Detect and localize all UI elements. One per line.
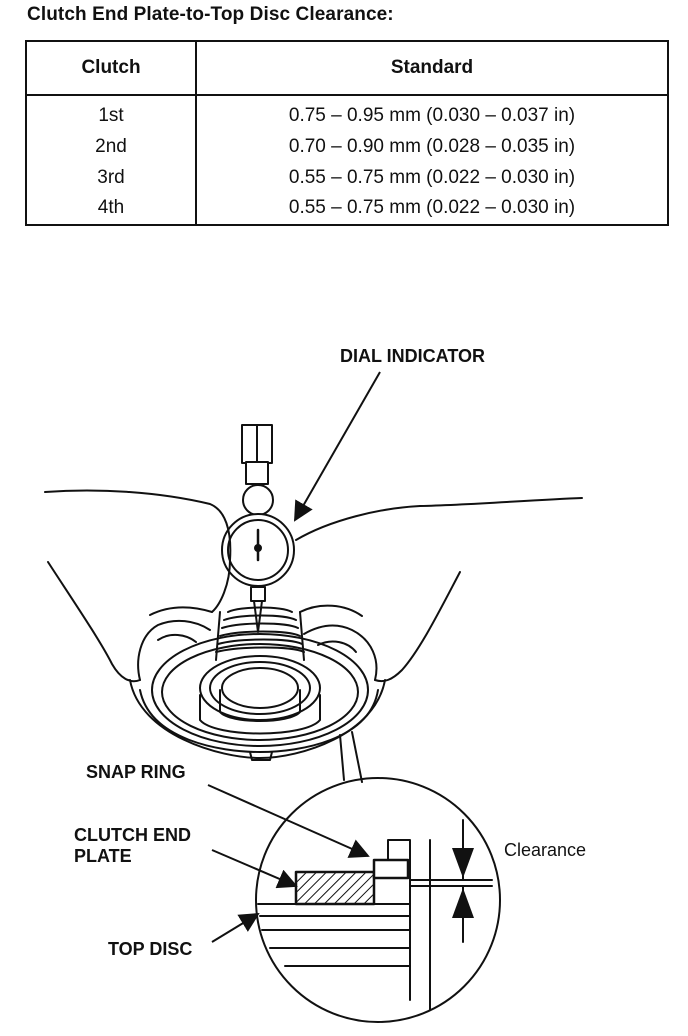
- clearance-label: Clearance: [504, 840, 587, 860]
- table-row: 4th 0.55 – 0.75 mm (0.022 – 0.030 in): [26, 192, 668, 225]
- right-hand-drawing: [295, 497, 583, 683]
- detail-circle: [255, 777, 501, 1023]
- clutch-end-plate-label-line1: CLUTCH END: [74, 825, 191, 845]
- clutch-cell: 3rd: [26, 162, 197, 193]
- standard-cell: 0.75 – 0.95 mm (0.030 – 0.037 in): [288, 104, 576, 126]
- clutch-end-plate-label-line2: PLATE: [74, 846, 132, 866]
- clutch-cell: 2nd: [26, 131, 197, 163]
- column-header-standard: Standard: [196, 41, 668, 96]
- table-row: 2nd 0.70 – 0.90 mm (0.028 – 0.035 in): [26, 131, 668, 163]
- clutch-cell: 4th: [26, 192, 197, 225]
- clutch-assembly-drawing: [129, 606, 386, 761]
- top-disc-leader: [211, 912, 260, 943]
- table-row: 3rd 0.55 – 0.75 mm (0.022 – 0.030 in): [26, 162, 668, 193]
- standard-cell: 0.55 – 0.75 mm (0.022 – 0.030 in): [288, 197, 576, 219]
- clearance-arrow-down: [452, 848, 474, 878]
- standard-cell: 0.70 – 0.90 mm (0.028 – 0.035 in): [288, 135, 576, 157]
- dial-indicator-drawing: [221, 424, 295, 633]
- table-row: 1st 0.75 – 0.95 mm (0.030 – 0.037 in): [26, 95, 668, 132]
- clutch-cell: 1st: [26, 95, 197, 132]
- column-header-clutch: Clutch: [26, 41, 197, 96]
- clearance-arrow-up: [452, 888, 474, 918]
- clutch-end-plate-leader: [211, 849, 298, 889]
- dial-indicator-leader: [294, 371, 381, 522]
- dial-indicator-label: DIAL INDICATOR: [340, 346, 486, 366]
- clearance-measurement-illustration: [44, 371, 583, 1023]
- standard-cell: 0.55 – 0.75 mm (0.022 – 0.030 in): [288, 166, 576, 188]
- snap-ring-leader: [207, 784, 370, 858]
- detail-leader-lines: [339, 731, 363, 783]
- table-header-row: Clutch Standard: [26, 41, 668, 96]
- snap-ring-label: SNAP RING: [86, 762, 186, 782]
- page-title: Clutch End Plate-to-Top Disc Clearance:: [27, 4, 394, 25]
- clutch-end-plate-label: CLUTCH END PLATE: [74, 825, 191, 867]
- clearance-spec-table: Clutch Standard 1st 0.75 – 0.95 mm (0.03…: [25, 40, 669, 226]
- detail-cross-section: [257, 819, 493, 1011]
- top-disc-label: TOP DISC: [108, 939, 193, 959]
